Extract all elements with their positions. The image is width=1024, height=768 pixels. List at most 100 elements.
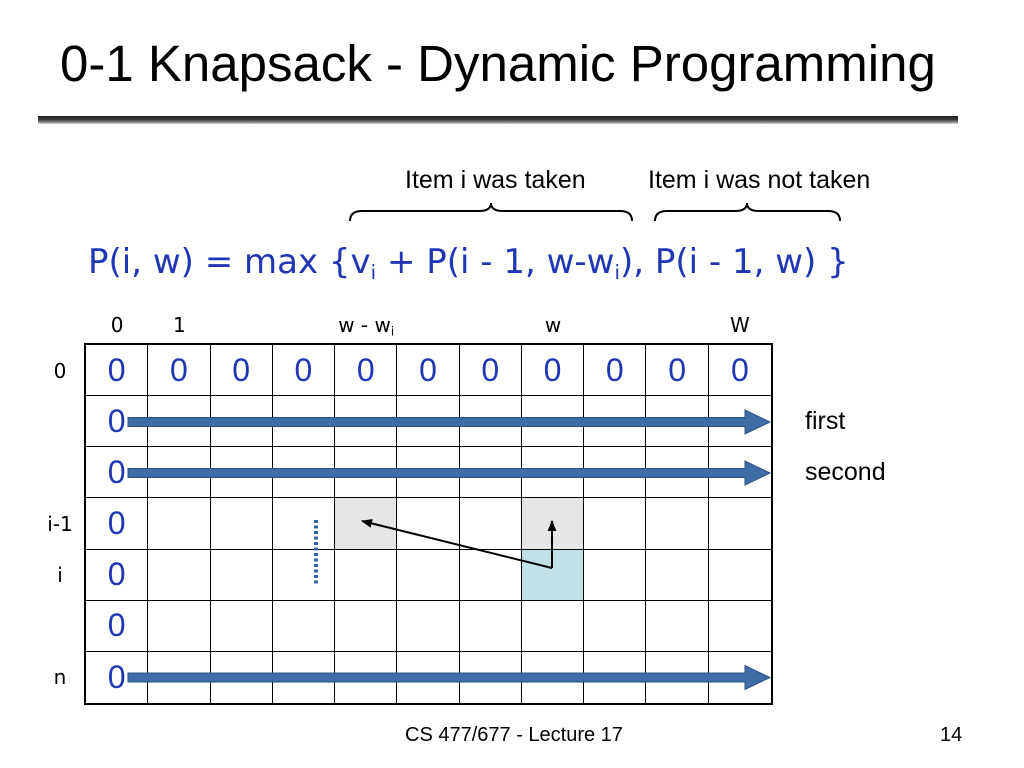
column-header-subscript: i: [390, 324, 395, 339]
column-header: 1: [148, 312, 210, 338]
table-cell: [459, 447, 522, 499]
table-cell: [708, 498, 771, 550]
column-header-text: 0: [110, 313, 124, 337]
table-cell: 0: [148, 345, 211, 397]
table-cell: [584, 651, 647, 703]
row-label: [36, 601, 84, 652]
column-header: [646, 312, 708, 338]
table-row: 0: [86, 396, 771, 448]
highlighted-cell: [521, 549, 585, 601]
table-cell: 0: [646, 345, 709, 397]
table-cell: 0: [86, 549, 149, 601]
title-rule: [38, 116, 958, 124]
recurrence-formula: P(i, w) = max {vi + P(i - 1, w-wi), P(i …: [88, 240, 849, 284]
table-cell: 0: [86, 447, 149, 499]
table-cell: [460, 651, 522, 703]
table-cell: 0: [708, 345, 771, 397]
table-cell: [521, 447, 585, 499]
table-row: 0: [86, 498, 771, 550]
table-cell: [335, 651, 398, 703]
brace-not-taken: [654, 202, 841, 222]
table-cell: [272, 549, 336, 601]
table-cell: [646, 498, 709, 550]
table-cell: [709, 652, 771, 703]
table-cell: 0: [210, 345, 273, 397]
table-cell: 0: [86, 396, 149, 448]
row-note: first: [805, 407, 846, 436]
highlighted-cell: [335, 498, 398, 550]
formula-part: + P(i - 1, w-w: [376, 242, 615, 282]
table-cell: 0: [86, 345, 149, 397]
table-cell: 0: [272, 345, 336, 397]
table-cell: [584, 498, 647, 550]
table-cell: [273, 651, 336, 703]
table-cell: [646, 600, 709, 652]
table-cell: [646, 651, 709, 703]
formula-subscript: i: [614, 260, 620, 284]
table-cell: [148, 651, 211, 703]
table-cell: 0: [521, 345, 585, 397]
row-label: i: [57, 563, 63, 588]
page-number: 14: [940, 724, 963, 746]
table-cell: [708, 396, 771, 448]
table-row: 0: [86, 600, 771, 652]
column-header: [460, 312, 522, 338]
table-cell: [708, 550, 771, 601]
table-cell: [148, 396, 211, 448]
table-cell: [335, 549, 398, 601]
highlighted-cell: [521, 498, 585, 550]
column-header: [211, 312, 273, 338]
table-cell: [708, 447, 771, 499]
formula-subscript: i: [370, 260, 377, 284]
row-label: n: [53, 665, 67, 690]
label-item-taken: Item i was taken: [405, 166, 586, 194]
table-cell: 0: [459, 345, 522, 397]
table-cell: [397, 396, 460, 448]
table-cell: [210, 549, 273, 601]
table-cell: [646, 396, 709, 448]
row-label: 0: [53, 358, 67, 383]
table-cell: [584, 600, 647, 652]
table-row: 0: [86, 651, 771, 703]
table-cell: [148, 498, 211, 550]
table-cell: [397, 549, 460, 601]
table-cell: [272, 600, 336, 652]
column-header: W: [709, 312, 771, 338]
table-cell: [211, 651, 273, 703]
table-cell: [335, 600, 398, 652]
column-header-text: 1: [173, 313, 186, 337]
column-header: w - wi: [335, 312, 397, 338]
column-header-text: w - w: [338, 313, 391, 337]
table-row: 0: [86, 549, 771, 601]
table-cell: [335, 396, 398, 448]
table-cell: 0: [397, 345, 460, 397]
row-label: [36, 396, 84, 447]
table-cell: [272, 447, 336, 499]
table-cell: [272, 498, 336, 550]
table-cell: [708, 601, 771, 652]
table-cell: [646, 447, 709, 499]
table-cell: 0: [86, 651, 149, 703]
table-cell: [148, 447, 211, 499]
table-cell: [584, 549, 647, 601]
table-cell: [459, 396, 522, 448]
column-header: [397, 312, 459, 338]
table-cell: [397, 600, 460, 652]
formula-part: P(i, w) = max {v: [88, 242, 371, 282]
table-cell: [335, 447, 398, 499]
table-cell: [397, 651, 460, 703]
column-header: [273, 312, 335, 338]
table-cell: [397, 447, 460, 499]
row-note: second: [805, 458, 886, 487]
table-cell: [272, 396, 336, 448]
table-cell: [584, 396, 647, 448]
table-cell: 0: [86, 600, 149, 652]
column-header-text: W: [729, 313, 750, 337]
table-cell: 0: [335, 345, 398, 397]
table-cell: [584, 447, 647, 499]
table-cell: [210, 447, 273, 499]
row-label: i-1: [47, 511, 73, 536]
